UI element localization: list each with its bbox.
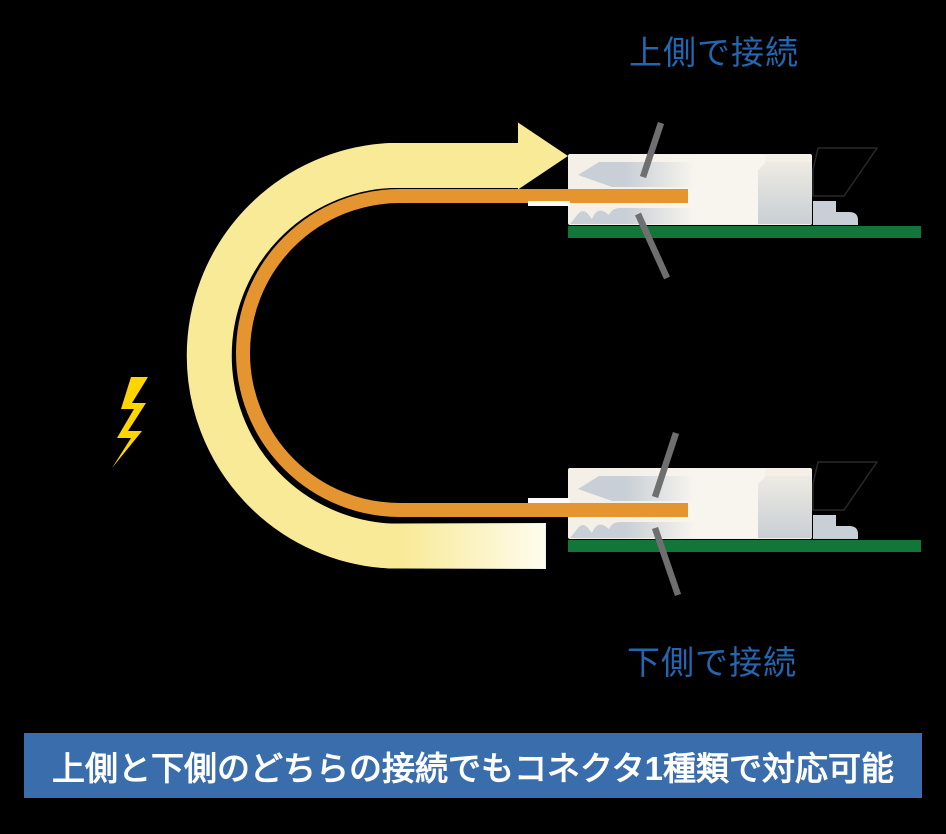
- cable-insulation-top: [528, 201, 570, 206]
- u-turn-arrow-head-icon: [518, 122, 568, 190]
- bottom-connection-label: 下側で接続: [627, 644, 797, 681]
- leader-line-bottom-lower: [651, 526, 682, 597]
- leader-line-top-lower: [635, 212, 670, 280]
- lightning-bolt-icon: [112, 377, 148, 468]
- leader-line-top-upper: [639, 121, 665, 179]
- top-connection-label: 上側で接続: [629, 34, 799, 71]
- ffc-cable: [236, 189, 688, 517]
- leader-line-bottom-upper: [651, 431, 680, 499]
- cable-insulation-bottom: [528, 498, 570, 503]
- caption-banner: 上側と下側のどちらの接続でもコネクタ1種類で対応可能: [24, 733, 922, 798]
- u-turn-arrow-body: [186, 143, 545, 569]
- u-turn-arrow-tail-fade: [400, 523, 546, 569]
